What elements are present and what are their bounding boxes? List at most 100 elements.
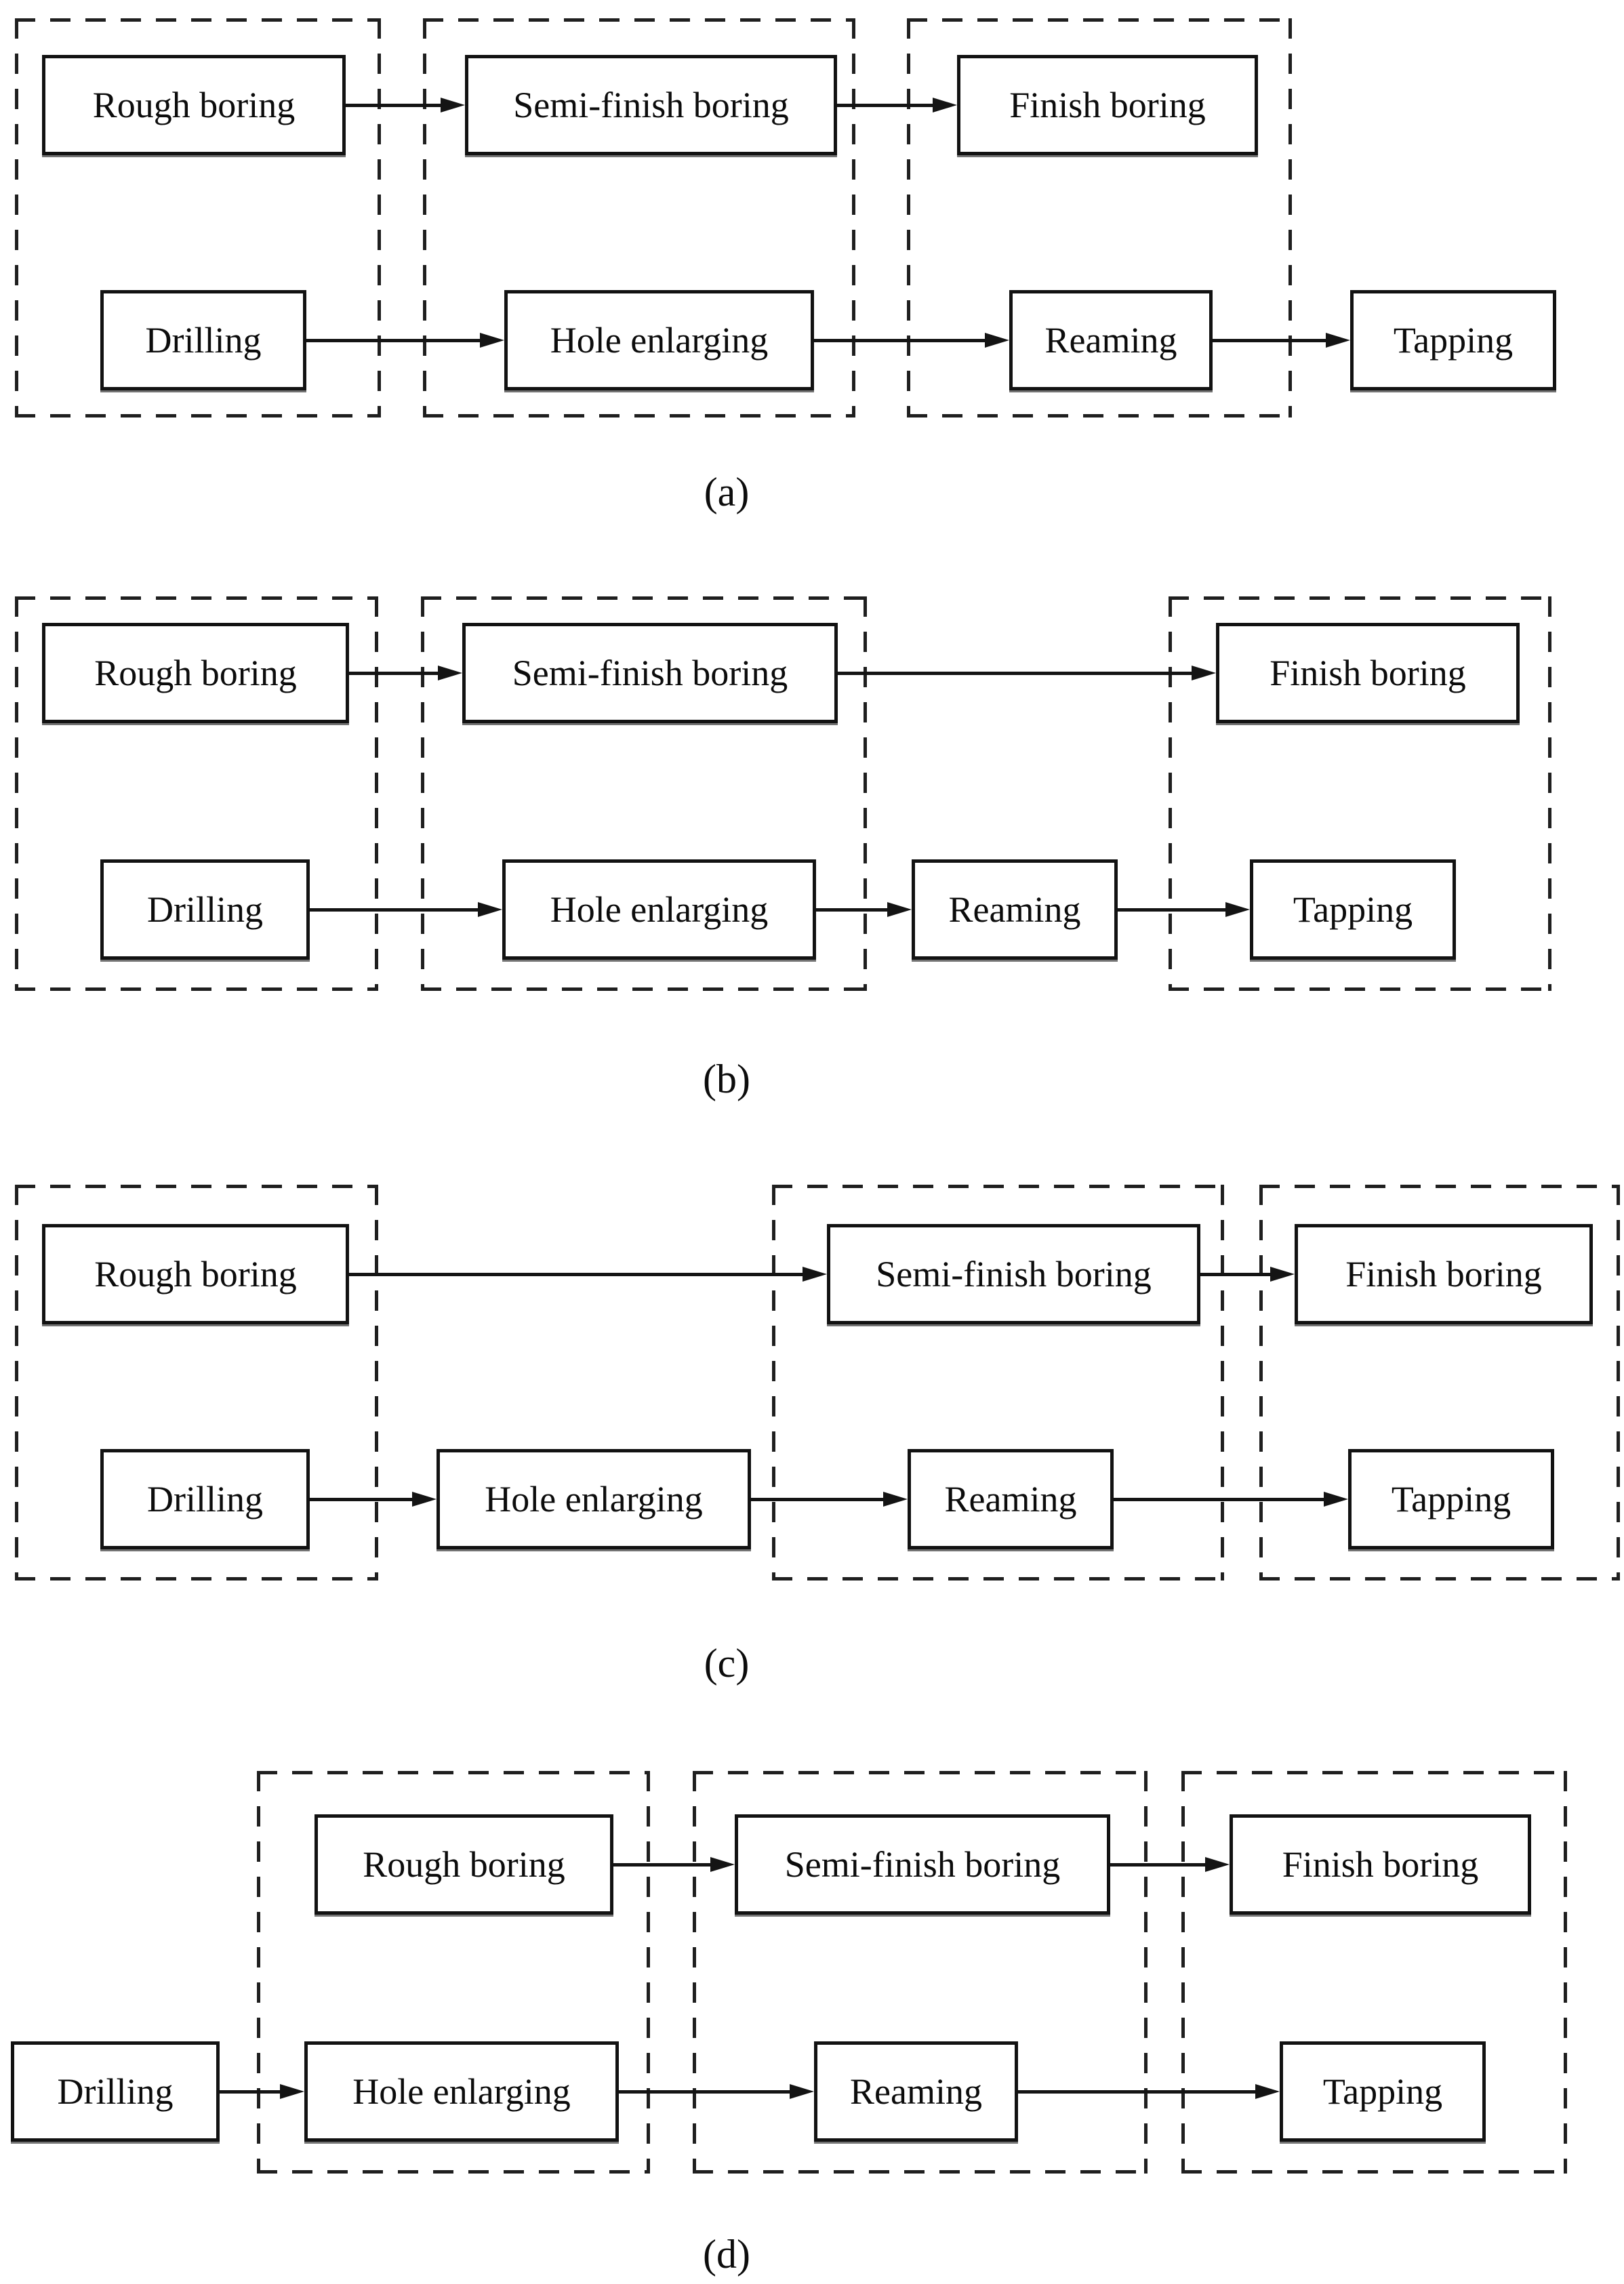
arrow-head [790,2084,814,2099]
arrow-head [441,98,465,113]
arrow-line [310,908,482,912]
arrow-head [1192,666,1216,680]
diagram-c-box-rough-boring: Rough boring [42,1224,349,1324]
arrow-line [1110,1863,1209,1867]
diagram-a-box-semi-finish-boring: Semi-finish boring [465,55,837,155]
box-label: Tapping [1391,1479,1511,1520]
diagram-d-box-tapping: Tapping [1280,2041,1486,2142]
arrow-head [480,333,504,348]
diagram-a-box-reaming: Reaming [1009,290,1213,390]
diagram-d-box-hole-enlarging: Hole enlarging [304,2041,619,2142]
box-label: Rough boring [94,1254,297,1294]
box-label: Reaming [1044,320,1177,361]
diagram-b-caption: (b) [703,1057,750,1101]
arrow-line [751,1498,887,1501]
arrow-line [814,339,989,342]
arrow-head [985,333,1009,348]
diagram-c-box-semi-finish-boring: Semi-finish boring [827,1224,1200,1324]
box-label: Semi-finish boring [784,1844,1061,1885]
arrow-line [349,672,442,675]
arrow-head [803,1267,827,1282]
arrow-head [280,2084,304,2099]
arrow-line [1118,908,1230,912]
arrow-line [837,104,937,107]
diagram-a-box-rough-boring: Rough boring [42,55,346,155]
diagram-c-box-hole-enlarging: Hole enlarging [437,1449,751,1549]
arrow-line [1018,2090,1259,2094]
diagram-c-box-reaming: Reaming [908,1449,1114,1549]
arrow-head [412,1492,437,1507]
arrow-line [349,1273,807,1276]
arrow-line [1213,339,1330,342]
arrow-line [838,672,1196,675]
box-label: Reaming [850,2071,982,2112]
diagram-d-caption: (d) [703,2232,750,2277]
box-label: Finish boring [1282,1844,1479,1885]
box-label: Hole enlarging [550,889,769,930]
arrow-head [1255,2084,1280,2099]
arrow-head [933,98,957,113]
arrow-line [220,2090,284,2094]
diagram-c-box-tapping: Tapping [1348,1449,1554,1549]
box-label: Reaming [944,1479,1077,1520]
box-label: Drilling [147,889,263,930]
diagram-b-box-rough-boring: Rough boring [42,623,349,723]
box-label: Rough boring [363,1844,565,1885]
diagram-b-box-semi-finish-boring: Semi-finish boring [462,623,838,723]
box-label: Reaming [948,889,1081,930]
box-label: Tapping [1293,889,1413,930]
arrow-line [1200,1273,1274,1276]
box-label: Drilling [57,2071,174,2112]
diagram-b-box-reaming: Reaming [912,859,1118,960]
arrow-line [619,2090,794,2094]
box-label: Semi-finish boring [513,85,789,125]
diagram-b-box-tapping: Tapping [1250,859,1456,960]
box-label: Drilling [145,320,262,361]
diagram-c-box-finish-boring: Finish boring [1295,1224,1593,1324]
diagram-a-box-finish-boring: Finish boring [957,55,1258,155]
box-label: Finish boring [1345,1254,1542,1294]
box-label: Hole enlarging [485,1479,703,1520]
diagram-b-box-hole-enlarging: Hole enlarging [502,859,816,960]
arrow-head [1326,333,1350,348]
arrow-head [710,1857,735,1872]
arrow-head [1205,1857,1230,1872]
box-label: Tapping [1393,320,1514,361]
diagram-a-box-tapping: Tapping [1350,290,1556,390]
arrow-head [1324,1492,1348,1507]
arrow-line [1114,1498,1328,1501]
box-label: Finish boring [1009,85,1206,125]
diagram-a-box-drilling: Drilling [100,290,306,390]
diagram-b-box-drilling: Drilling [100,859,310,960]
arrow-head [1225,902,1250,917]
arrow-line [306,339,484,342]
arrow-line [310,1498,416,1501]
arrow-head [883,1492,908,1507]
arrow-head [1270,1267,1295,1282]
box-label: Semi-finish boring [876,1254,1152,1294]
arrow-line [613,1863,714,1867]
diagram-d-box-rough-boring: Rough boring [314,1814,613,1915]
arrow-line [816,908,891,912]
box-label: Rough boring [92,85,296,125]
arrow-head [887,902,912,917]
diagram-d-box-semi-finish-boring: Semi-finish boring [735,1814,1110,1915]
diagram-c-caption: (c) [704,1641,750,1686]
diagram-a-caption: (a) [704,470,750,514]
box-label: Tapping [1322,2071,1443,2112]
diagram-a-box-hole-enlarging: Hole enlarging [504,290,814,390]
box-label: Hole enlarging [550,320,769,361]
arrow-head [478,902,502,917]
box-label: Semi-finish boring [512,653,788,693]
diagram-b-box-finish-boring: Finish boring [1216,623,1520,723]
diagram-d-box-reaming: Reaming [814,2041,1018,2142]
arrow-head [438,666,462,680]
box-label: Drilling [147,1479,263,1520]
box-label: Hole enlarging [352,2071,571,2112]
arrow-line [346,104,445,107]
box-label: Finish boring [1270,653,1466,693]
diagram-d-box-finish-boring: Finish boring [1230,1814,1531,1915]
box-label: Rough boring [94,653,297,693]
diagram-c-box-drilling: Drilling [100,1449,310,1549]
